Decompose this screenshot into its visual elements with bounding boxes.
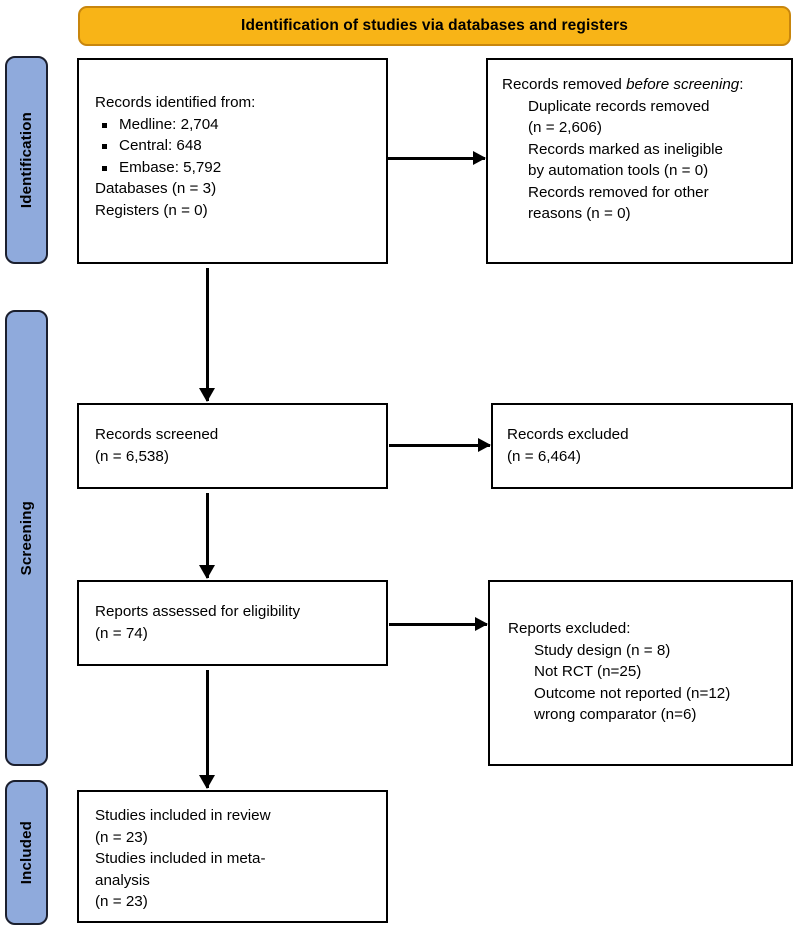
diagram-header-banner: Identification of studies via databases … bbox=[78, 6, 791, 46]
records-screened-count: (n = 6,538) bbox=[95, 447, 169, 465]
arrow-assessed-to-included bbox=[206, 670, 209, 788]
stage-bar-included: Included bbox=[5, 780, 48, 925]
stage-label-identification: Identification bbox=[18, 111, 35, 209]
studies-included-meta-label: Studies included in meta- bbox=[95, 850, 266, 867]
duplicate-records-removed-count: (n = 2,606) bbox=[528, 119, 602, 136]
records-identified-heading: Records identified from: bbox=[95, 94, 256, 111]
registers-count: Registers (n = 0) bbox=[95, 201, 208, 219]
reports-assessed-label: Reports assessed for eligibility bbox=[95, 603, 301, 620]
studies-included-meta-count: (n = 23) bbox=[95, 893, 148, 910]
box-reports-excluded: Reports excluded: Study design (n = 8) N… bbox=[488, 580, 793, 766]
removed-other-reasons-count: reasons (n = 0) bbox=[528, 205, 631, 222]
ineligible-automation-count: by automation tools (n = 0) bbox=[528, 162, 709, 179]
box-records-screened: Records screened (n = 6,538) bbox=[77, 403, 388, 489]
records-screened-label: Records screened bbox=[95, 426, 219, 443]
stage-bar-screening: Screening bbox=[5, 310, 48, 766]
arrow-identified-to-screened bbox=[206, 268, 209, 401]
records-excluded-label: Records excluded bbox=[507, 426, 629, 443]
records-removed-heading-italic: before screening bbox=[626, 76, 740, 93]
stage-bar-identification: Identification bbox=[5, 56, 48, 264]
databases-count: Databases (n = 3) bbox=[95, 180, 217, 197]
box-records-identified: Records identified from: Medline: 2,704 … bbox=[77, 58, 388, 264]
source-central: Central: 648 bbox=[95, 135, 376, 157]
arrow-identified-to-removed bbox=[388, 157, 485, 160]
removed-other-reasons-label: Records removed for other bbox=[528, 183, 709, 201]
box-records-removed: Records removed before screening: Duplic… bbox=[486, 58, 793, 264]
reason-not-rct: Not RCT (n=25) bbox=[534, 663, 642, 680]
stage-label-included: Included bbox=[18, 820, 35, 885]
arrow-screened-to-assessed bbox=[206, 493, 209, 578]
records-excluded-count: (n = 6,464) bbox=[507, 447, 581, 465]
diagram-header-title: Identification of studies via databases … bbox=[241, 17, 628, 34]
studies-included-review-count: (n = 23) bbox=[95, 828, 148, 846]
reason-outcome-not-reported: Outcome not reported (n=12) bbox=[534, 684, 731, 702]
duplicate-records-removed-label: Duplicate records removed bbox=[528, 97, 710, 115]
reason-study-design: Study design (n = 8) bbox=[534, 641, 671, 659]
records-removed-heading-plain: Records removed bbox=[502, 76, 627, 93]
studies-included-meta-label-cont: analysis bbox=[95, 871, 150, 889]
arrow-screened-to-excluded bbox=[389, 444, 490, 447]
reports-assessed-count: (n = 74) bbox=[95, 624, 148, 642]
reason-wrong-comparator: wrong comparator (n=6) bbox=[534, 706, 697, 723]
box-studies-included: Studies included in review (n = 23) Stud… bbox=[77, 790, 388, 923]
records-removed-heading: Records removed before screening: bbox=[502, 74, 783, 96]
stage-label-screening: Screening bbox=[18, 500, 35, 576]
ineligible-automation-label: Records marked as ineligible bbox=[528, 140, 723, 158]
records-removed-heading-tail: : bbox=[739, 76, 744, 93]
box-reports-assessed: Reports assessed for eligibility (n = 74… bbox=[77, 580, 388, 666]
studies-included-review-label: Studies included in review bbox=[95, 807, 271, 824]
source-medline: Medline: 2,704 bbox=[95, 114, 376, 136]
source-embase: Embase: 5,792 bbox=[95, 157, 376, 179]
arrow-assessed-to-reports-excluded bbox=[389, 623, 487, 626]
reports-excluded-heading: Reports excluded: bbox=[508, 620, 631, 637]
box-records-excluded: Records excluded (n = 6,464) bbox=[491, 403, 793, 489]
